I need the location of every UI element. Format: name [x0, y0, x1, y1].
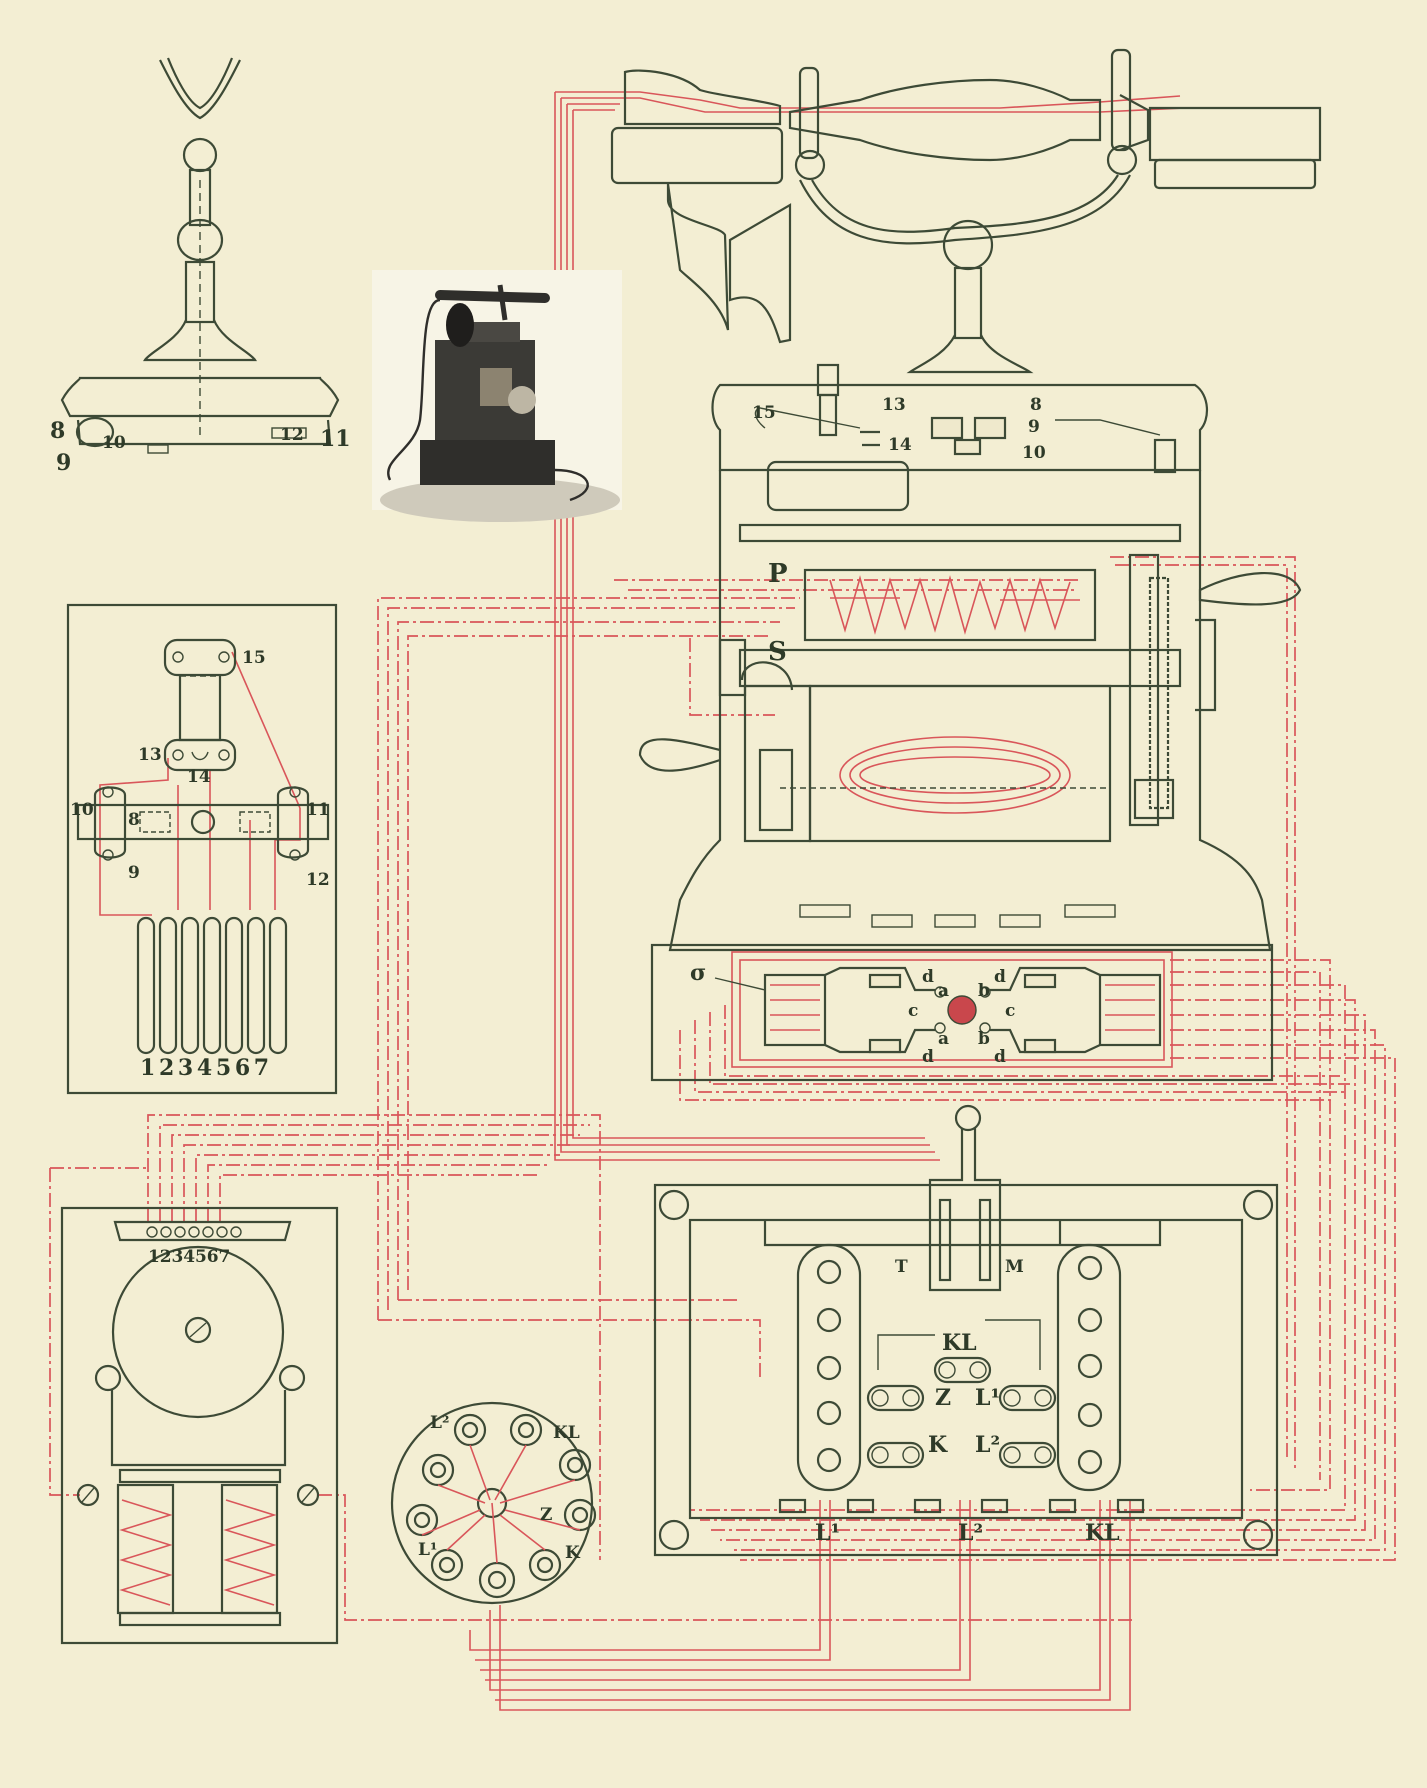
bell-terminal-numbers: 1 2 3 4 5 6 7 [148, 1247, 229, 1267]
magneto-label-P: P [768, 559, 788, 589]
board-label-T: T [895, 1257, 908, 1277]
hook-label-10: 10 [1022, 443, 1046, 463]
coil-label-d-upper-left: d [922, 967, 934, 987]
stand-label-11: 11 [320, 426, 351, 452]
coil-label-sigma: σ [690, 960, 706, 986]
telephone-photo [372, 270, 622, 522]
panel-label-8: 8 [128, 810, 140, 830]
stand-label-9: 9 [56, 450, 71, 476]
handset-cord-bundle [554, 91, 1186, 1161]
rosette-label-L1: L¹ [418, 1540, 437, 1560]
wall-rosette: L² KL Z L¹ K [390, 1401, 597, 1605]
board-label-K: K [928, 1432, 948, 1458]
board-label-M: M [1005, 1257, 1024, 1277]
coil-label-d-upper-right: d [994, 967, 1006, 987]
bell-terminal-holes [146, 1226, 242, 1238]
coil-label-a-upper: a [938, 981, 949, 1001]
coil-label-c-right: c [1005, 1001, 1015, 1021]
panel-springs-numbers: 1 2 3 4 5 6 7 [140, 1055, 268, 1081]
bell-panel: 1 2 3 4 5 6 7 [60, 1206, 339, 1645]
coil-label-b-lower: b [978, 1029, 990, 1049]
handset-stand: 8 9 10 11 12 [50, 57, 351, 476]
stand-label-12: 12 [280, 425, 304, 445]
rosette-label-KL: KL [553, 1423, 580, 1443]
board-label-KL: KL [942, 1330, 977, 1356]
coil-label-d-lower-right: d [994, 1047, 1006, 1067]
board-bottom-label-KL: KL [1085, 1520, 1120, 1546]
magneto-case: P S 15 13 14 8 9 10 [638, 363, 1302, 952]
stand-label-10: 10 [102, 433, 126, 453]
rosette-label-K: K [565, 1543, 581, 1563]
switch-panel: 15 13 14 10 8 9 11 12 1 2 3 4 5 6 7 [66, 603, 338, 1095]
coil-label-a-lower: a [938, 1029, 949, 1049]
panel-label-11: 11 [306, 800, 330, 820]
panel-label-9: 9 [128, 863, 140, 883]
panel-label-13: 13 [138, 745, 162, 765]
panel-label-15: 15 [242, 648, 266, 668]
magneto-wires [377, 556, 1296, 1470]
board-bottom-terminals [778, 1498, 1145, 1514]
stand-label-8: 8 [50, 418, 65, 444]
rosette-label-L2: L² [430, 1413, 449, 1433]
panel-label-10: 10 [70, 800, 94, 820]
hook-label-8: 8 [1030, 395, 1042, 415]
coil-label-b-upper: b [978, 981, 990, 1001]
board-label-L2: L² [975, 1432, 1000, 1458]
wiring [49, 91, 1396, 1711]
terminal-screws [866, 1356, 1057, 1469]
terminal-board: T M KL Z L¹ K L² L¹ L² KL [653, 1104, 1279, 1557]
hook-label-9: 9 [1028, 417, 1040, 437]
coil-label-c-left: c [908, 1001, 918, 1021]
board-bottom-label-L2: L² [958, 1520, 983, 1546]
panel-label-12: 12 [306, 870, 330, 890]
hook-label-15: 15 [752, 403, 776, 423]
board-bottom-label-L1: L¹ [815, 1520, 840, 1546]
contact-springs [136, 916, 288, 1055]
induction-coil: σ d d a b c c a b d d [650, 943, 1274, 1082]
rosette-wires [469, 1500, 1131, 1711]
handset [610, 48, 1322, 374]
bell-terminal-wires [49, 1114, 1135, 1621]
rosette-label-Z: Z [540, 1505, 552, 1525]
magneto-label-S: S [768, 637, 787, 667]
coil-label-d-lower-left: d [922, 1047, 934, 1067]
board-label-L1: L¹ [975, 1385, 1000, 1411]
coil-wires [679, 959, 1396, 1561]
panel-label-14: 14 [187, 767, 211, 787]
board-label-Z: Z [935, 1385, 951, 1411]
hook-label-13: 13 [882, 395, 906, 415]
hook-label-14: 14 [888, 435, 912, 455]
